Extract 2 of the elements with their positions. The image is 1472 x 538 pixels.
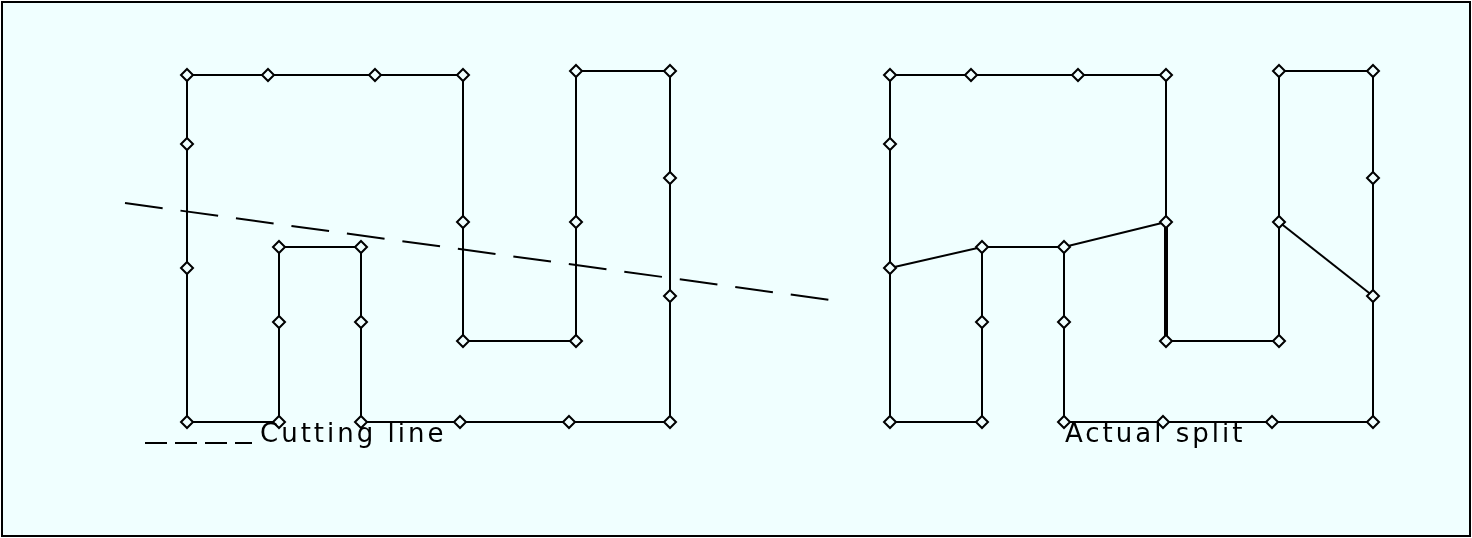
caption-text: Actual split (1065, 418, 1246, 448)
legend-text: Cutting line (260, 418, 447, 448)
